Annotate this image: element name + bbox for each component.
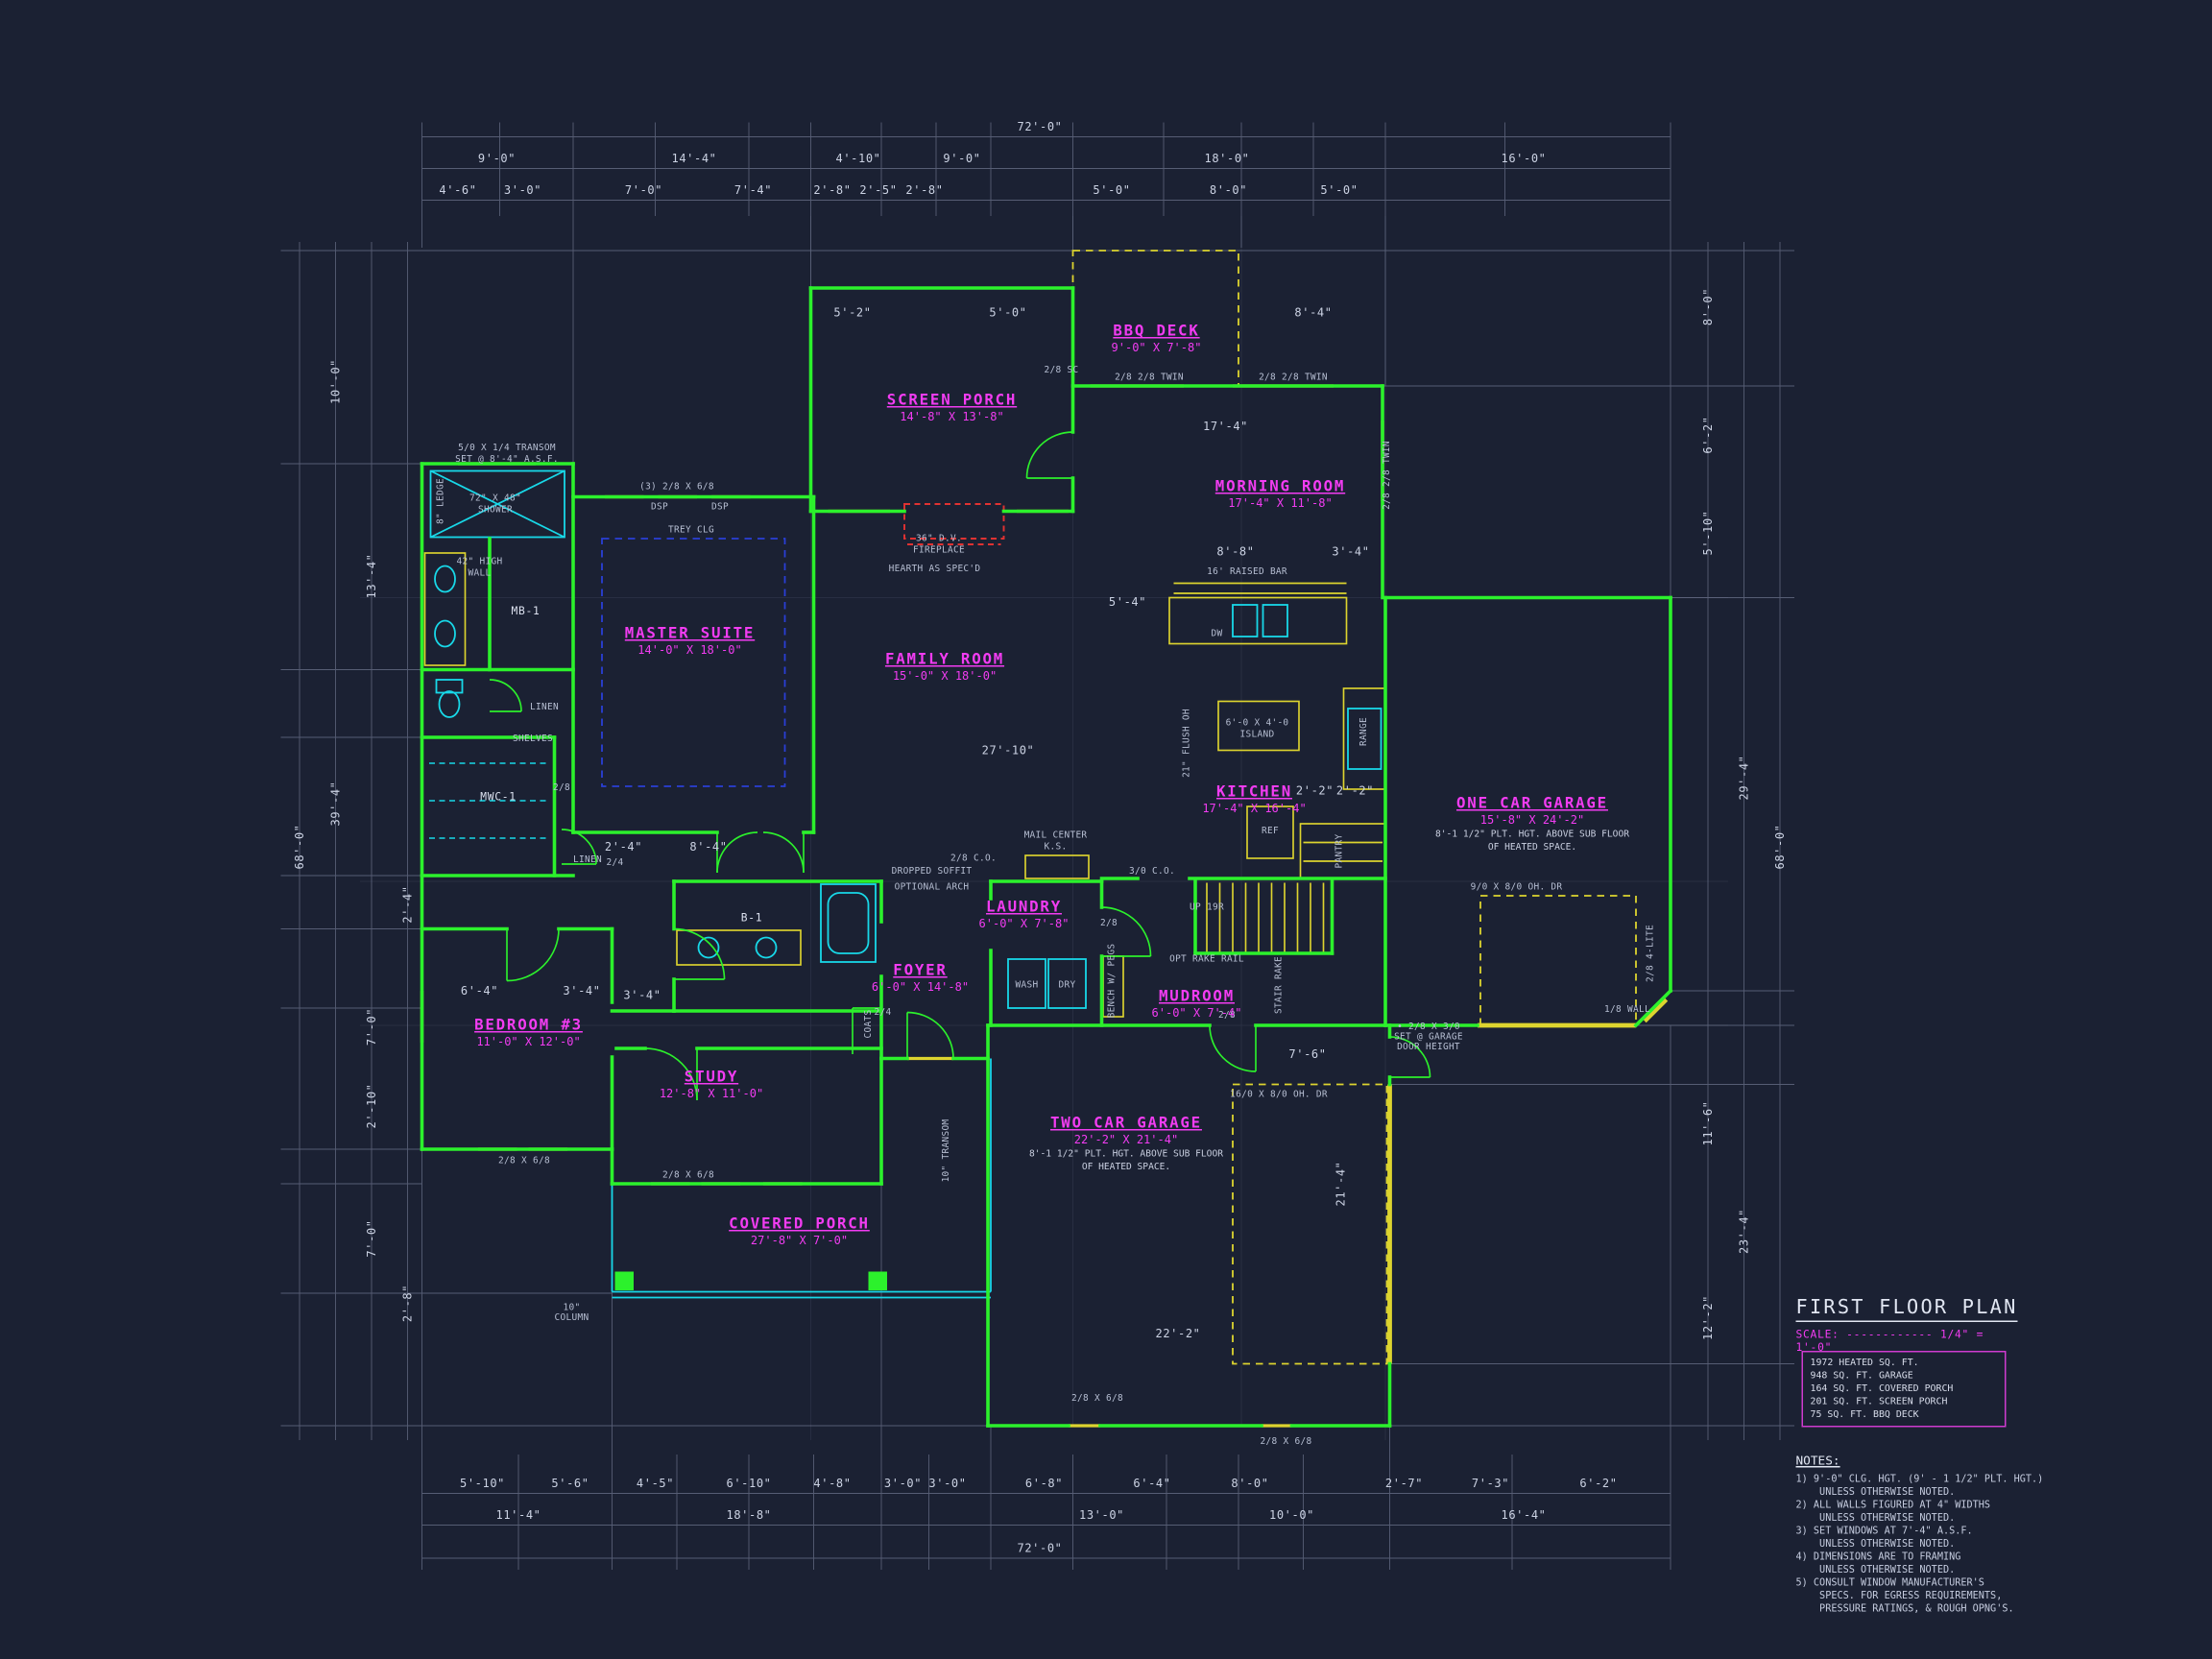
sheet-title: FIRST FLOOR PLAN	[1795, 1296, 2018, 1322]
note-line: PRESSURE RATINGS, & ROUGH OPNG'S.	[1795, 1602, 2014, 1615]
note-line: UNLESS OTHERWISE NOTED.	[1795, 1512, 1956, 1524]
area-line: 1972 HEATED SQ. FT.	[1810, 1357, 1919, 1368]
sheet-scale: SCALE: ------------ 1/4" = 1'-0"	[1795, 1328, 1984, 1354]
note-line: 5) CONSULT WINDOW MANUFACTURER'S	[1795, 1576, 1984, 1589]
area-line: 164 SQ. FT. COVERED PORCH	[1810, 1382, 1954, 1394]
note-line: UNLESS OTHERWISE NOTED.	[1795, 1486, 1956, 1498]
title-block: FIRST FLOOR PLAN SCALE: ------------ 1/4…	[1795, 1292, 2027, 1354]
area-line: 201 SQ. FT. SCREEN PORCH	[1810, 1395, 1948, 1407]
note-line: SPECS. FOR EGRESS REQUIREMENTS,	[1795, 1590, 2003, 1601]
note-line: 2) ALL WALLS FIGURED AT 4" WIDTHS	[1795, 1499, 1991, 1511]
note-line: UNLESS OTHERWISE NOTED.	[1795, 1538, 1956, 1550]
note-line: 3) SET WINDOWS AT 7'-4" A.S.F.	[1795, 1525, 1973, 1537]
notes-title: NOTES:	[1795, 1455, 1840, 1469]
note-line: UNLESS OTHERWISE NOTED.	[1795, 1564, 1956, 1575]
area-line: 75 SQ. FT. BBQ DECK	[1810, 1408, 1919, 1420]
note-line: 1) 9'-0" CLG. HGT. (9' - 1 1/2" PLT. HGT…	[1795, 1473, 2044, 1485]
note-line: 4) DIMENSIONS ARE TO FRAMING	[1795, 1551, 1961, 1563]
area-line: 948 SQ. FT. GARAGE	[1810, 1369, 1913, 1382]
notes-block: NOTES: 1) 9'-0" CLG. HGT. (9' - 1 1/2" P…	[1796, 1455, 2063, 1616]
